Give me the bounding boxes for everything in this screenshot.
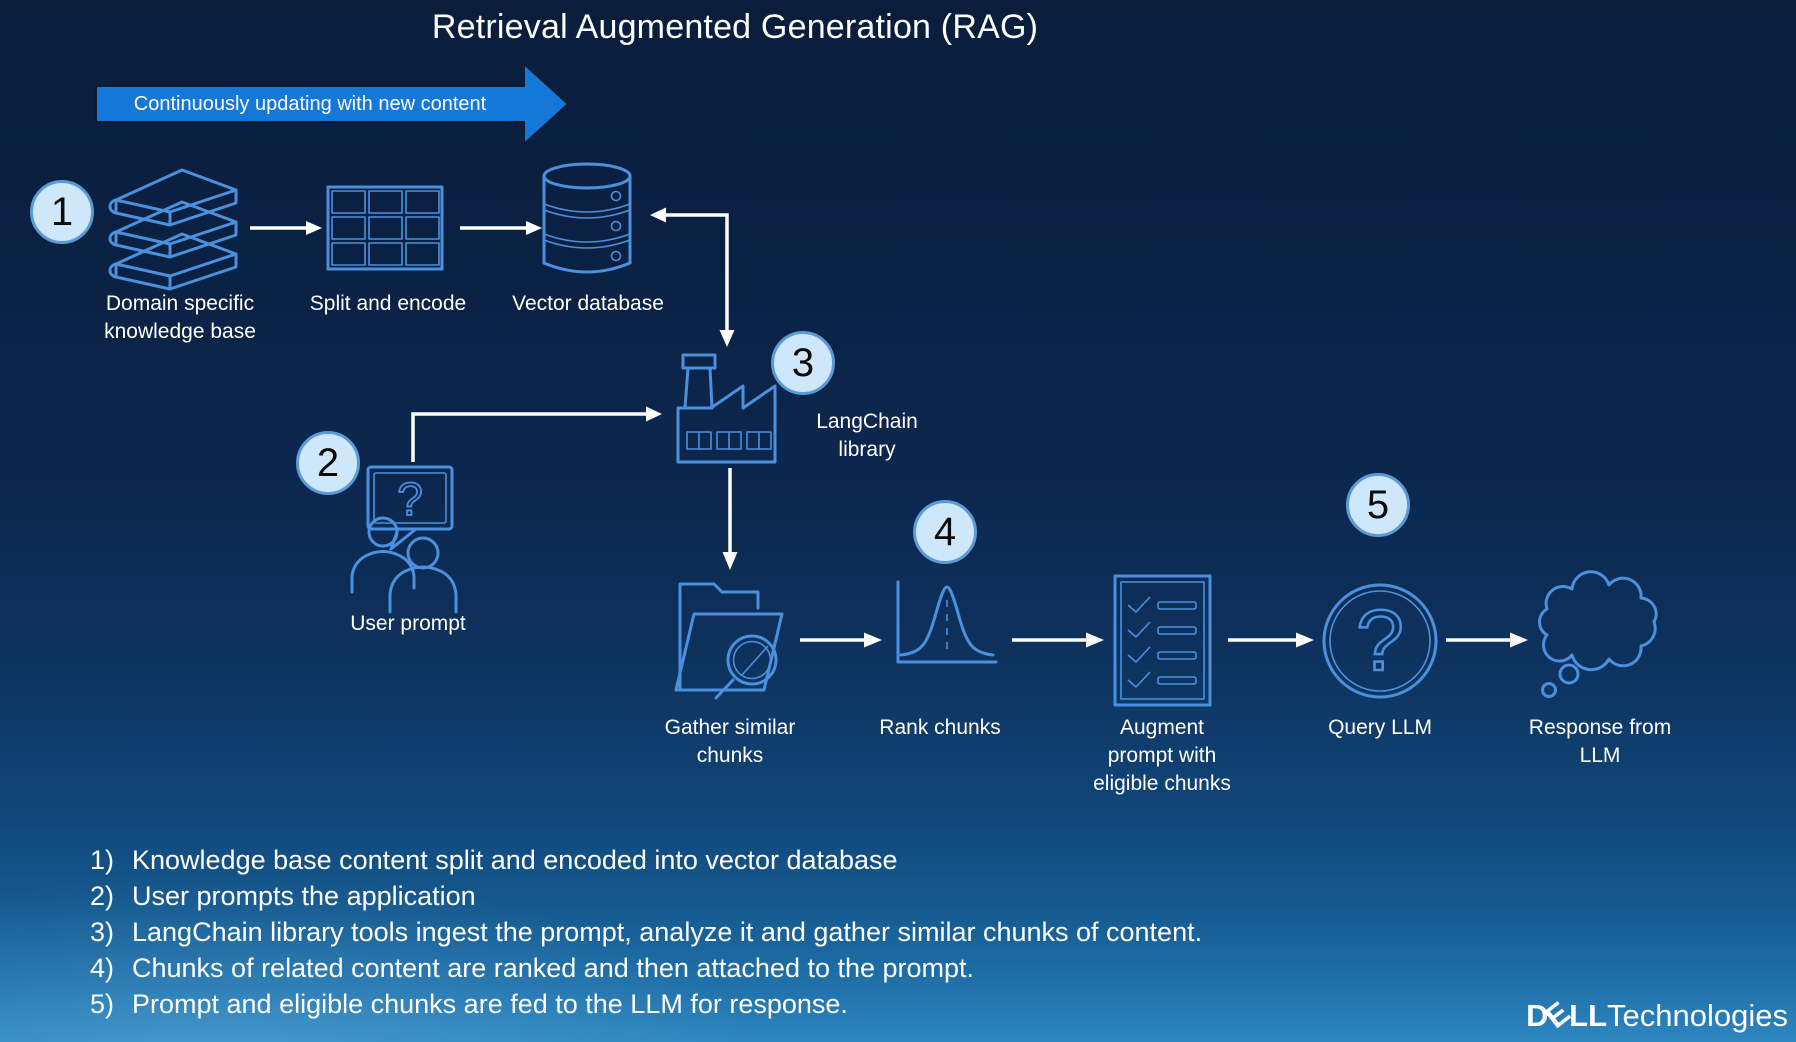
dell-technologies-logo: DELLTechnologies: [1526, 995, 1788, 1035]
legend-item-3: 3) LangChain library tools ingest the pro…: [90, 914, 1202, 950]
badge-number: 3: [791, 340, 815, 385]
arrow-db-langchain-elbow: [650, 207, 735, 347]
legend-list: 1) Knowledge base content split and encod…: [90, 842, 1202, 1022]
label-query: Query LLM: [1328, 716, 1432, 739]
label-rank: Rank chunks: [879, 716, 1001, 739]
legend-text: User prompts the application: [132, 881, 476, 911]
badge-number: 1: [50, 189, 74, 234]
label-response: Response from LLM: [1528, 716, 1672, 767]
arrow-langchain-to-gather: [722, 468, 738, 570]
label-augment: Augment prompt with eligible chunks: [1093, 716, 1231, 795]
grid-icon: [326, 185, 444, 271]
step-badge-3: 3: [771, 331, 835, 395]
banner-label: Continuously updating with new content: [133, 93, 487, 115]
label-split-encode: Split and encode: [309, 292, 467, 315]
arrow-books-to-grid: [250, 221, 322, 235]
dell-logo-technologies: Technologies: [1607, 998, 1788, 1033]
label-gather: Gather similar chunks: [664, 716, 796, 767]
legend-number: 4): [90, 953, 115, 983]
legend-item-4: 4) Chunks of related content are ranked a…: [90, 950, 1202, 986]
dell-logo-ll: LL: [1569, 998, 1608, 1033]
legend-text: Prompt and eligible chunks are fed to th…: [132, 989, 848, 1019]
badge-number: 2: [316, 440, 340, 485]
response-cloud-icon: [1537, 570, 1658, 698]
step-badge-2: 2: [296, 431, 360, 495]
rank-chunks-icon: [896, 580, 998, 664]
label-vector-db: Vector database: [512, 292, 664, 315]
legend-number: 5): [90, 989, 115, 1019]
gather-chunks-icon: [674, 582, 784, 700]
svg-text:?: ?: [397, 473, 423, 525]
legend-text: Knowledge base content split and encoded…: [132, 845, 898, 875]
legend-item-2: 2) User prompts the application: [90, 878, 1202, 914]
banner-arrow-shape: [95, 61, 570, 147]
page-title: Retrieval Augmented Generation (RAG): [431, 8, 1039, 46]
legend-item-5: 5) Prompt and eligible chunks are fed to …: [90, 986, 1202, 1022]
query-llm-icon: ?: [1322, 583, 1438, 699]
augment-checklist-icon: [1113, 574, 1212, 707]
arrow-rank-to-augment: [1012, 632, 1104, 648]
step-badge-5: 5: [1346, 473, 1410, 537]
user-prompt-icon: ?: [350, 465, 458, 614]
database-icon: [542, 162, 632, 274]
badge-number: 5: [1366, 482, 1390, 527]
legend-number: 2): [90, 881, 115, 911]
legend-text: Chunks of related content are ranked and…: [132, 953, 975, 983]
arrow-gather-to-rank: [800, 632, 882, 648]
legend-number: 1): [90, 845, 115, 875]
factory-icon: [676, 353, 777, 464]
legend-number: 3): [90, 917, 115, 947]
arrow-augment-to-query: [1228, 632, 1314, 648]
arrow-user-to-langchain: [411, 406, 662, 462]
books-icon: [108, 168, 238, 291]
step-badge-4: 4: [913, 500, 977, 564]
step-badge-1: 1: [30, 180, 94, 244]
label-knowledge-base: Domain specific knowledge base: [104, 292, 256, 343]
arrow-grid-to-db: [460, 221, 542, 235]
badge-number: 4: [933, 509, 957, 554]
legend-item-1: 1) Knowledge base content split and encod…: [90, 842, 1202, 878]
legend-text: LangChain library tools ingest the promp…: [132, 917, 1203, 947]
svg-text:?: ?: [1356, 593, 1404, 689]
label-user-prompt: User prompt: [350, 612, 466, 635]
dell-logo-d: D: [1526, 998, 1549, 1033]
label-langchain: LangChain library: [816, 410, 918, 461]
arrow-query-to-response: [1446, 632, 1528, 648]
